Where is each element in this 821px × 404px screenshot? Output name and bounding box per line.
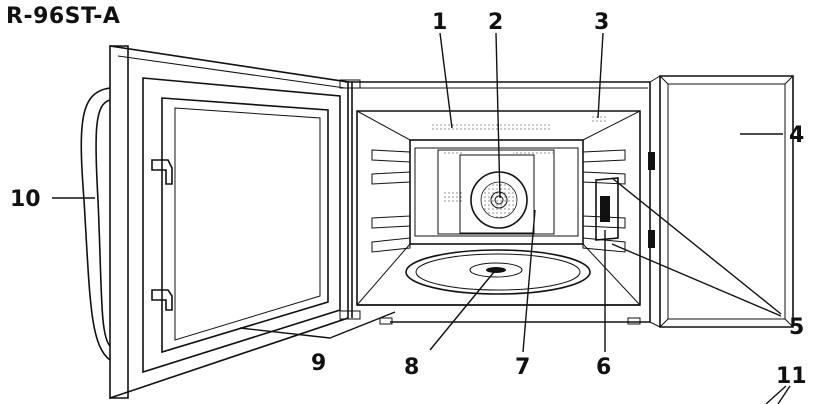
leader-5a [611, 177, 782, 315]
leader-9b [329, 311, 396, 339]
callout-9: 9 [311, 351, 326, 376]
leader-7 [522, 209, 536, 353]
leader-9 [239, 327, 331, 339]
callout-11: 11 [776, 364, 807, 389]
control-panel [649, 75, 794, 328]
oven-cavity [356, 110, 655, 306]
model-title: R-96ST-A [6, 4, 121, 29]
callout-labels: 1 2 3 4 5 6 7 8 9 10 11 [10, 10, 807, 389]
open-door [80, 45, 361, 400]
callout-6: 6 [596, 355, 611, 380]
callout-5: 5 [789, 315, 804, 340]
callout-1: 1 [432, 10, 447, 35]
leader-8 [429, 271, 495, 351]
leader-2 [495, 32, 501, 199]
leader-5b [611, 243, 782, 317]
leader-3 [597, 32, 604, 119]
leader-11a [765, 385, 787, 404]
callout-4: 4 [789, 123, 804, 148]
callout-2: 2 [488, 10, 503, 35]
callout-8: 8 [404, 355, 419, 380]
callout-3: 3 [594, 10, 609, 35]
callout-7: 7 [515, 355, 530, 380]
leader-lines [52, 32, 791, 404]
leader-1 [439, 32, 453, 129]
callout-10: 10 [10, 187, 41, 212]
leader-11b [777, 385, 791, 404]
